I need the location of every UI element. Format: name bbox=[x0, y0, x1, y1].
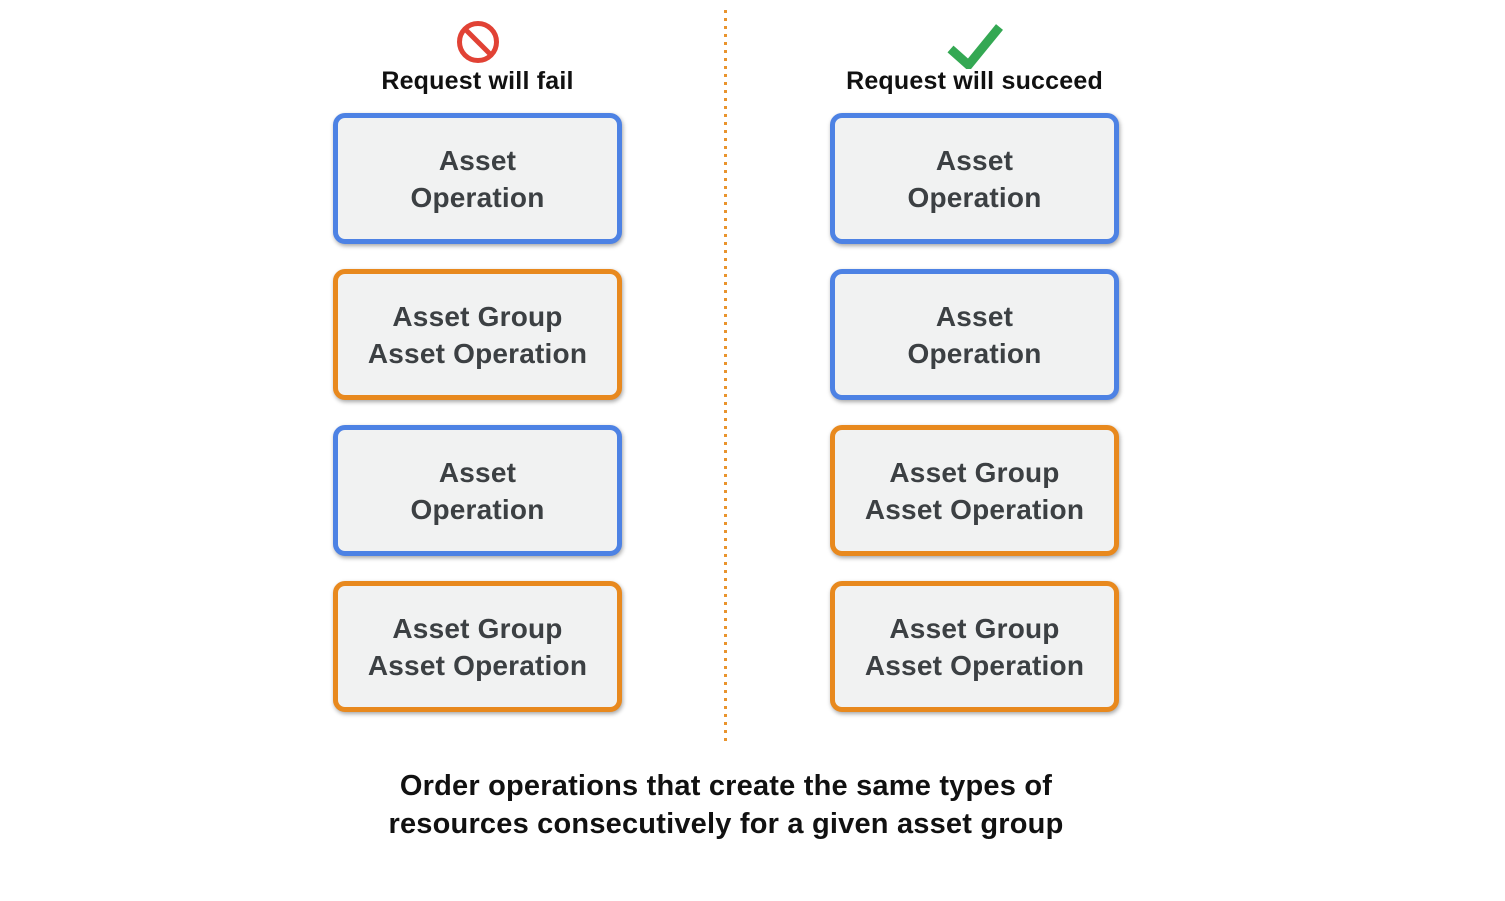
flow-box-label-line: Asset Operation bbox=[864, 493, 1085, 525]
fail-box-asset-group-asset-operation-1: Asset Group Asset Operation bbox=[333, 269, 622, 400]
flow-box-label-line: Operation bbox=[410, 181, 545, 213]
fail-box-asset-operation-2: Asset Operation bbox=[333, 425, 622, 556]
flow-box-label-line: Operation bbox=[907, 337, 1042, 369]
column-request-will-fail: Request will fail Asset Operation Asset … bbox=[333, 0, 622, 720]
flow-box-label-line: Asset bbox=[935, 300, 1014, 332]
succeed-box-asset-group-asset-operation-2: Asset Group Asset Operation bbox=[830, 581, 1119, 712]
prohibition-icon bbox=[456, 21, 499, 63]
flow-box-label-line: Asset Operation bbox=[367, 337, 588, 369]
flow-box-label-line: Asset Group bbox=[392, 300, 563, 332]
flow-box-label-line: Asset bbox=[935, 144, 1014, 176]
flow-box-label-line: Asset Group bbox=[889, 612, 1060, 644]
flow-box-label-line: Operation bbox=[907, 181, 1042, 213]
fail-column-heading: Request will fail bbox=[381, 67, 574, 95]
succeed-box-asset-operation-1: Asset Operation bbox=[830, 113, 1119, 244]
succeed-column-heading: Request will succeed bbox=[846, 67, 1103, 95]
flow-box-label-line: Asset Operation bbox=[367, 649, 588, 681]
fail-box-asset-group-asset-operation-2: Asset Group Asset Operation bbox=[333, 581, 622, 712]
fail-box-asset-operation-1: Asset Operation bbox=[333, 113, 622, 244]
caption-line-1: Order operations that create the same ty… bbox=[399, 770, 1053, 802]
flow-box-label-line: Asset bbox=[438, 456, 517, 488]
flow-box-label-line: Asset Group bbox=[889, 456, 1060, 488]
dotted-divider bbox=[724, 10, 727, 742]
caption-line-2: resources consecutively for a given asse… bbox=[388, 808, 1064, 840]
flow-box-label-line: Asset Group bbox=[392, 612, 563, 644]
succeed-box-asset-group-asset-operation-1: Asset Group Asset Operation bbox=[830, 425, 1119, 556]
flow-box-label-line: Asset Operation bbox=[864, 649, 1085, 681]
succeed-box-asset-operation-2: Asset Operation bbox=[830, 269, 1119, 400]
checkmark-icon bbox=[947, 24, 1003, 69]
flow-box-label-line: Operation bbox=[410, 493, 545, 525]
diagram-caption: Order operations that create the same ty… bbox=[0, 767, 1452, 843]
column-request-will-succeed: Request will succeed Asset Operation Ass… bbox=[830, 0, 1119, 720]
flow-box-label-line: Asset bbox=[438, 144, 517, 176]
